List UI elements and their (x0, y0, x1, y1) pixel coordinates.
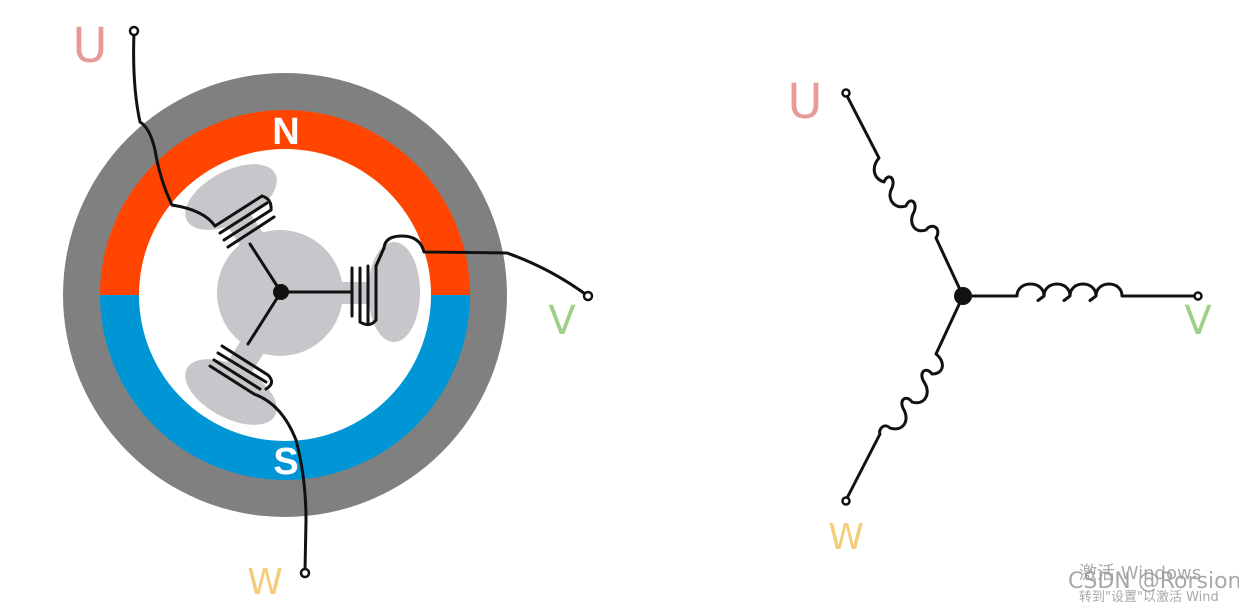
motor-label-w: W (247, 562, 283, 602)
rotor-shoe-u (185, 164, 277, 230)
motor-windings (132, 30, 590, 573)
schematic-terminal-u-dot (841, 88, 851, 98)
rotor-shoe-v (368, 242, 420, 342)
star-schematic (844, 92, 1199, 502)
schematic-label-v: V (1184, 298, 1212, 344)
motor-center-node (273, 284, 289, 300)
schematic-branch-w (844, 294, 965, 502)
schematic-branch-v (961, 282, 1199, 302)
schematic-center-node (954, 287, 972, 305)
lead-w (294, 438, 308, 573)
motor-label-v: V (548, 298, 576, 344)
motor-terminal-u-dot (128, 25, 140, 37)
coil-w (208, 344, 298, 442)
schematic-label-w: W (828, 517, 864, 558)
schematic-terminal-v-dot (1193, 291, 1203, 301)
coil-u (170, 194, 276, 249)
north-pole-label: N (272, 111, 299, 153)
schematic-terminal-w-dot (841, 496, 851, 506)
rotor-shoe-w (185, 359, 277, 425)
lead-u (132, 30, 174, 207)
internal-wire-w (246, 290, 283, 346)
schematic-branch-u (844, 92, 965, 298)
schematic-label-u: U (787, 74, 822, 130)
south-pole-label: S (273, 441, 298, 483)
coil-v (350, 246, 386, 327)
internal-wire-u (248, 242, 283, 294)
motor-terminal-v-dot (582, 290, 594, 302)
motor-cross-section: N S U V W (63, 18, 594, 602)
motor-terminal-w-dot (299, 567, 311, 579)
motor-label-u: U (72, 18, 107, 74)
lead-v (382, 234, 590, 298)
